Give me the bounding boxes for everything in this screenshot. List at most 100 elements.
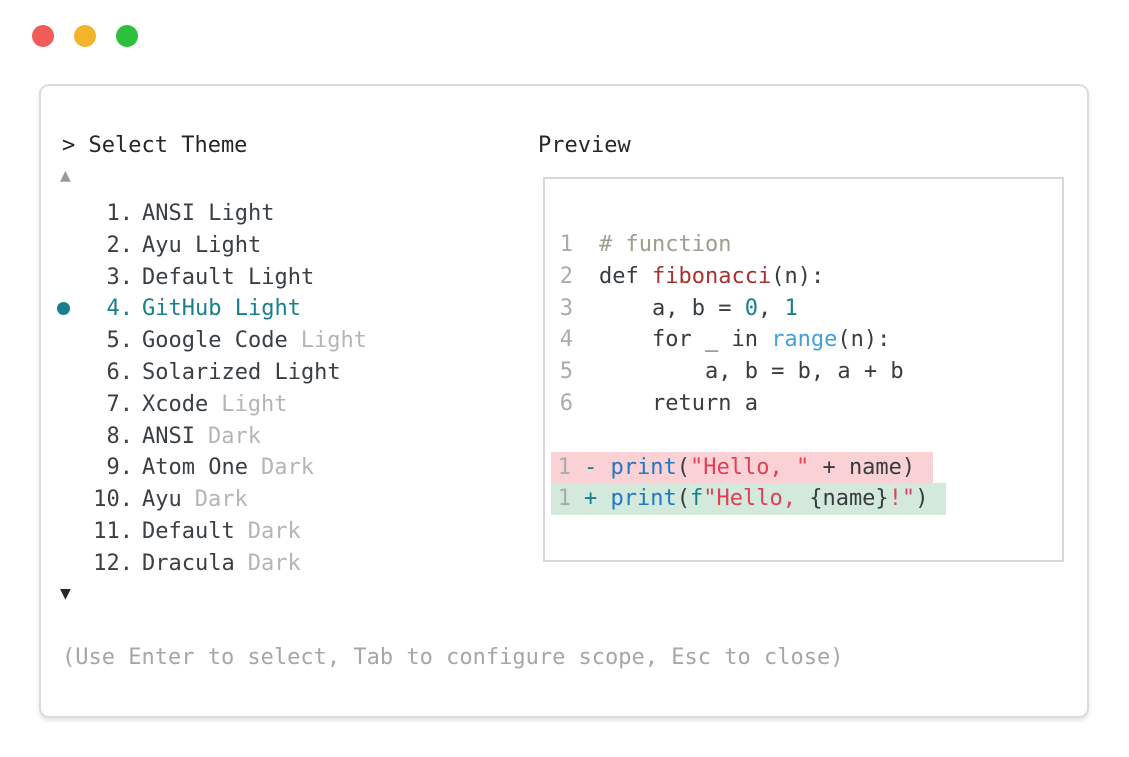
code-token: 0 bbox=[744, 295, 758, 321]
line-number: 1 bbox=[557, 486, 571, 512]
code-token: + name) bbox=[809, 454, 916, 480]
code-token: {name} bbox=[809, 486, 889, 512]
line-number: 5 bbox=[559, 359, 573, 385]
line-number: 6 bbox=[559, 390, 573, 416]
line-number: 2 bbox=[559, 263, 573, 289]
code-line: 5 a, b = b, a + b bbox=[551, 356, 1062, 388]
code-token: 1 bbox=[784, 295, 798, 321]
theme-item-number: 5. bbox=[106, 328, 134, 354]
diff-removed-line: 1- print("Hello, " + name) bbox=[551, 451, 1062, 484]
theme-list-item[interactable]: 11. Default Dark bbox=[41, 516, 511, 548]
theme-item-number: 2. bbox=[106, 232, 134, 258]
theme-item-name: Xcode bbox=[142, 391, 209, 417]
code-token: for _ in bbox=[599, 327, 772, 353]
code-token: a, b = bbox=[599, 295, 745, 321]
code-line: 1 # function bbox=[551, 229, 1062, 261]
scroll-up-icon[interactable]: ▲ bbox=[60, 165, 71, 186]
theme-item-name: Google Code bbox=[142, 328, 288, 354]
code-token: f bbox=[689, 486, 704, 512]
theme-list-item[interactable]: 1. ANSI Light bbox=[41, 198, 511, 230]
theme-item-variant: Dark bbox=[247, 518, 301, 544]
theme-item-name: Default Light bbox=[142, 264, 315, 290]
theme-item-variant: Dark bbox=[194, 487, 248, 513]
line-number: 1 bbox=[559, 232, 573, 257]
theme-item-number: 10. bbox=[93, 487, 133, 513]
theme-item-name: ANSI bbox=[142, 423, 195, 449]
theme-item-number: 3. bbox=[106, 264, 134, 290]
code-token: def bbox=[599, 263, 652, 289]
code-token: range bbox=[771, 327, 838, 353]
close-button[interactable] bbox=[32, 25, 54, 47]
app-window: > Select Theme Preview ▲ 1. ANSI Light 2. A… bbox=[39, 84, 1089, 718]
code-token: ( bbox=[676, 454, 690, 480]
diff-highlight-band: 1- print("Hello, " + name) bbox=[551, 451, 934, 484]
code-line: 6 return a bbox=[551, 388, 1062, 420]
code-line: 2 def fibonacci(n): bbox=[551, 261, 1062, 293]
code-token: + bbox=[584, 486, 611, 512]
code-token: print bbox=[610, 454, 677, 480]
theme-item-variant: Light bbox=[300, 328, 367, 354]
line-number: 3 bbox=[559, 295, 573, 321]
diff-added-line: 1 + print(f"Hello, {name}!") bbox=[551, 483, 1062, 516]
line-number: 4 bbox=[559, 327, 573, 353]
code-line: 4 for _ in range(n): bbox=[551, 324, 1062, 356]
theme-item-name: Ayu Light bbox=[142, 232, 262, 258]
theme-item-variant: Dark bbox=[207, 423, 261, 449]
preview-label: Preview bbox=[538, 133, 631, 158]
theme-item-number: 1. bbox=[106, 201, 134, 226]
theme-list-item[interactable]: 7. Xcode Light bbox=[41, 389, 511, 421]
theme-item-number: 4. bbox=[106, 296, 134, 322]
scroll-down-icon[interactable]: ▼ bbox=[60, 583, 71, 604]
theme-item-number: 8. bbox=[106, 423, 134, 449]
theme-list-item[interactable]: 4. GitHub Light bbox=[41, 293, 511, 325]
theme-list-item[interactable]: 6. Solarized Light bbox=[41, 357, 511, 389]
code-token: (n): bbox=[837, 327, 891, 353]
theme-item-name: GitHub Light bbox=[142, 296, 301, 322]
theme-list-item[interactable]: 5. Google Code Light bbox=[41, 325, 511, 357]
diff-highlight-band: 1 + print(f"Hello, {name}!") bbox=[551, 483, 947, 516]
theme-list-item[interactable]: 8. ANSI Dark bbox=[41, 421, 511, 453]
hint-text: (Use Enter to select, Tab to configure s… bbox=[62, 645, 844, 670]
theme-item-variant: Dark bbox=[247, 550, 301, 576]
theme-item-variant: Dark bbox=[260, 455, 314, 481]
code-line: 3 a, b = 0, 1 bbox=[551, 293, 1062, 325]
theme-item-number: 7. bbox=[106, 391, 134, 417]
maximize-button[interactable] bbox=[116, 25, 138, 47]
theme-item-variant: Light bbox=[221, 391, 288, 417]
code-token: ) bbox=[915, 486, 929, 512]
code-token: , bbox=[757, 295, 785, 321]
theme-list-item[interactable]: 12. Dracula Dark bbox=[41, 548, 511, 580]
code-token: print bbox=[610, 486, 677, 512]
theme-item-name: Solarized Light bbox=[142, 359, 341, 385]
code-token: (n): bbox=[771, 263, 825, 289]
theme-item-number: 9. bbox=[106, 455, 134, 481]
code-token: # function bbox=[599, 232, 732, 257]
theme-item-name: Ayu bbox=[142, 487, 182, 513]
theme-item-name: Default bbox=[142, 518, 235, 544]
code-token: "Hello, bbox=[703, 486, 810, 512]
code-token: a, b = b, a + b bbox=[599, 359, 904, 385]
theme-item-name: ANSI Light bbox=[142, 201, 275, 226]
theme-item-number: 12. bbox=[93, 550, 133, 576]
code-token: !" bbox=[888, 486, 916, 512]
theme-list-item[interactable]: 2. Ayu Light bbox=[41, 230, 511, 262]
minimize-button[interactable] bbox=[74, 25, 96, 47]
code-token: return a bbox=[599, 390, 758, 416]
theme-item-name: Dracula bbox=[142, 550, 235, 576]
theme-list-item[interactable]: 10. Ayu Dark bbox=[41, 484, 511, 516]
theme-item-name: Atom One bbox=[142, 455, 248, 481]
theme-prompt: > Select Theme bbox=[62, 133, 248, 158]
theme-list-item[interactable]: 9. Atom One Dark bbox=[41, 452, 511, 484]
code-token: "Hello, " bbox=[689, 454, 810, 480]
selected-bullet-icon bbox=[57, 302, 70, 316]
code-token: ( bbox=[676, 486, 690, 512]
theme-list-item[interactable]: 3. Default Light bbox=[41, 262, 511, 294]
code-token: fibonacci bbox=[651, 263, 772, 289]
theme-item-number: 11. bbox=[93, 518, 133, 544]
code-token: - bbox=[584, 454, 611, 480]
line-number: 1 bbox=[557, 454, 571, 480]
window-controls bbox=[32, 25, 138, 47]
theme-item-number: 6. bbox=[106, 359, 134, 385]
